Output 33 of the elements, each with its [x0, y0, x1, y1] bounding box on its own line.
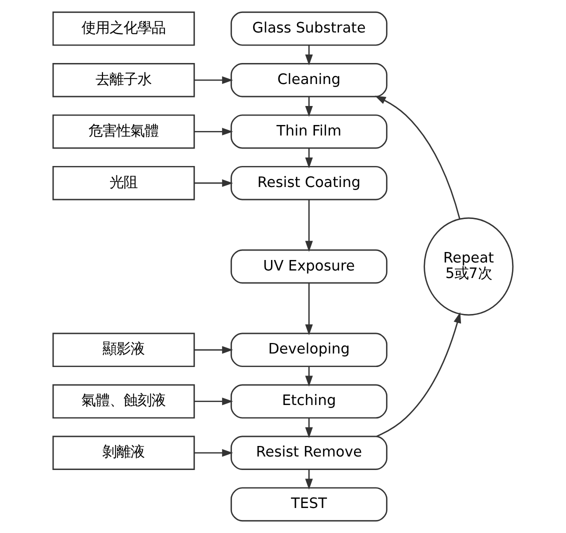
arrow	[376, 312, 462, 437]
node-box: 氣體、蝕刻液	[52, 384, 195, 419]
node-box: Etching	[230, 384, 388, 419]
node-box: Glass Substrate	[230, 12, 388, 46]
arrow	[305, 283, 313, 336]
node-box: 剝離液	[52, 436, 195, 470]
node-box: Resist Remove	[230, 436, 388, 470]
arrow	[374, 96, 460, 220]
arrow	[194, 449, 234, 457]
arrow	[194, 346, 234, 354]
node-box: UV Exposure	[230, 249, 388, 284]
arrow	[305, 200, 313, 252]
node-box: 顯影液	[52, 332, 195, 368]
arrow	[305, 148, 313, 168]
arrow	[305, 418, 313, 438]
node-box: Resist Coating	[230, 166, 388, 200]
node-box: 去離子水	[52, 62, 195, 98]
arrow	[194, 398, 234, 406]
node-box: TEST	[230, 487, 388, 522]
arrow	[194, 76, 234, 84]
node-box: Cleaning	[230, 62, 388, 98]
node-circle: Repeat 5或7次	[424, 217, 514, 316]
node-box: 危害性氣體	[52, 114, 195, 149]
arrow	[194, 128, 234, 136]
node-box: Developing	[230, 332, 388, 368]
arrow	[305, 96, 313, 117]
arrow	[305, 366, 313, 387]
arrow	[305, 470, 313, 490]
node-box: 光阻	[52, 166, 195, 200]
node-box: 使用之化學品	[52, 12, 195, 46]
node-box: Thin Film	[230, 114, 388, 149]
arrow	[305, 45, 313, 66]
arrow	[194, 179, 234, 187]
